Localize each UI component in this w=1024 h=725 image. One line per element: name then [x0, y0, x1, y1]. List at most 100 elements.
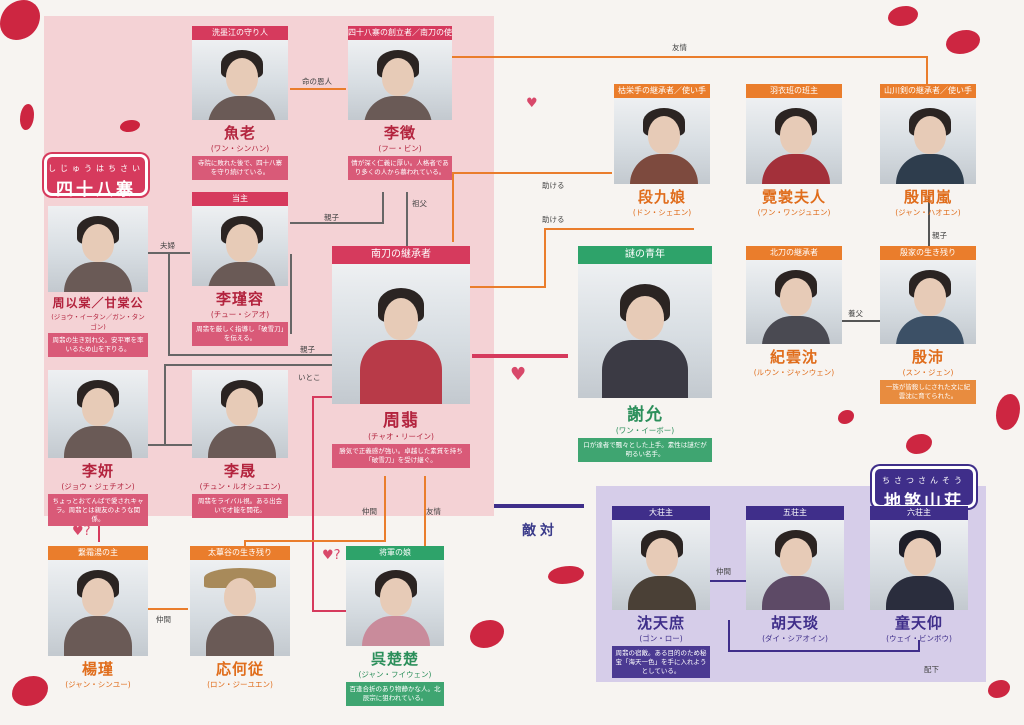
relation-label: 仲間 [362, 507, 377, 516]
connector-line [148, 608, 188, 610]
character-portrait [880, 98, 976, 184]
relation-label: 養父 [848, 309, 863, 318]
character-portrait [48, 560, 148, 656]
character-name: 童天仰 [894, 614, 943, 632]
relation-label: 親子 [300, 345, 315, 354]
character-reading: (ジャン・シンユー) [65, 680, 131, 689]
connector-line [424, 476, 426, 546]
character-card-rikinyo[interactable]: 当主 李瑾容 (チュー・シアオ) 周翡を厳しく指導し「破雪刀」を伝える。 [192, 192, 288, 346]
relation-label: 親子 [932, 231, 947, 240]
character-name: 紀雲沈 [769, 348, 818, 366]
character-title: 繋霜湯の主 [48, 546, 148, 560]
shijuhassai-ruby: しじゅうはちさい [48, 164, 144, 173]
character-card-richo[interactable]: 四十八寨の創立者／南刀の使い手 李徴 (フー・ビン) 情が深く仁義に厚い。人格者… [348, 26, 452, 180]
relation-label: 仲間 [156, 615, 171, 624]
character-title: 大荘主 [612, 506, 710, 520]
character-card-shuiteki[interactable]: 周以棠／甘棠公 (ジョウ・イータン／ガン・タンゴン) 周翡の生き別れ父。安平軍を… [48, 206, 148, 357]
character-title: 殷家の生き残り [880, 246, 976, 260]
character-reading: (ルウン・ジャンウェン) [753, 368, 835, 377]
character-card-gyoro[interactable]: 洗墨江の守り人 魚老 (ワン・シンハン) 寺院に敗れた後で、四十八寨を守り続けて… [192, 26, 288, 180]
character-card-kiunshin[interactable]: 北刀の継承者 紀雲沈 (ルウン・ジャンウェン) [746, 246, 842, 378]
character-portrait [332, 264, 470, 404]
character-reading: (ワン・イーボー) [615, 426, 675, 435]
character-portrait [192, 206, 288, 286]
connector-line [168, 354, 332, 356]
character-desc: 百逢合折のあり物静かな人。北辰宗に狙われている。 [346, 682, 444, 706]
character-portrait [192, 370, 288, 458]
relation-label: 仲間 [716, 567, 731, 576]
teisatsusanso-label: ちさつさんそう 地煞山荘 [872, 466, 976, 512]
character-reading: (チュン・ルオシュエン) [199, 482, 281, 491]
character-card-inpai[interactable]: 殷家の生き残り 殷沛 (スン・ジェン) 一族が皆殺しにされた文に紀雲沈に育てられ… [880, 246, 976, 404]
character-name: 段九娘 [637, 188, 686, 206]
character-name: 魚老 [223, 124, 256, 142]
character-title: 謎の青年 [578, 246, 712, 264]
character-name: 殷沛 [911, 348, 944, 366]
character-portrait [192, 40, 288, 120]
character-reading: (ワン・ワンジュエン) [757, 208, 831, 217]
character-title: 太蕈谷の生き残り [190, 546, 290, 560]
character-desc: 周翡をライバル視。ある出会いで才能を開花。 [192, 494, 288, 518]
character-name: 李徴 [383, 124, 416, 142]
heart-icon: ♥ [510, 364, 527, 385]
character-portrait [870, 520, 968, 610]
connector-line [928, 196, 930, 246]
character-card-yoki[interactable]: 繋霜湯の主 楊瑾 (ジャン・シンユー) [48, 546, 148, 690]
petal-decoration [996, 394, 1020, 430]
teisatsusanso-ruby: ちさつさんそう [882, 476, 966, 485]
connector-line [918, 640, 920, 652]
connector-line [452, 172, 612, 174]
character-portrait [190, 560, 290, 656]
connector-line [544, 228, 546, 286]
character-name: 周翡 [383, 411, 419, 431]
petal-decoration [120, 120, 140, 132]
connector-line [470, 286, 546, 288]
relation-label: 配下 [924, 665, 939, 674]
character-title: 南刀の継承者 [332, 246, 470, 264]
connector-line [290, 222, 384, 224]
character-portrait [48, 206, 148, 292]
character-name: 胡天琰 [770, 614, 819, 632]
connector-line [708, 580, 748, 582]
character-portrait [746, 520, 844, 610]
petal-decoration [20, 104, 34, 130]
character-card-shain[interactable]: 謎の青年 謝允 (ワン・イーボー) 口が達者で飄々とした上手。素性は謎だが明るい… [578, 246, 712, 462]
character-reading: (ロン・ジーユエン) [207, 680, 273, 689]
character-card-dankyujo[interactable]: 枯栄手の継承者／使い手 段九娘 (ドン・シェエン) [614, 84, 710, 218]
petal-decoration [988, 680, 1010, 698]
character-card-chinten[interactable]: 大荘主 沈天庶 (ゴン・ロー) 周翡の宿敵。ある目的のため秘宝「海天一色」を手に… [612, 506, 710, 679]
character-name: 殷聞嵐 [903, 188, 952, 206]
character-card-gososo[interactable]: 将軍の娘 呉楚楚 (ジャン・フイウェン) 百逢合折のあり物静かな人。北辰宗に狙わ… [346, 546, 444, 706]
character-title: 洗墨江の守り人 [192, 26, 288, 40]
character-card-risei[interactable]: 李晟 (チュン・ルオシュエン) 周翡をライバル視。ある出会いで才能を開花。 [192, 370, 288, 518]
connector-line [544, 228, 694, 230]
character-card-inbunran[interactable]: 山川剣の継承者／使い手 殷聞嵐 (ジャン・ハオエン) [880, 84, 976, 218]
character-portrait [346, 560, 444, 646]
character-reading: (ゴン・ロー) [639, 634, 683, 643]
connector-line [382, 192, 384, 222]
character-card-doten[interactable]: 六荘主 童天仰 (ウェイ・ビンボウ) [870, 506, 968, 644]
character-name: 楊瑾 [81, 660, 114, 678]
character-card-geisho[interactable]: 羽衣班の班主 霓裳夫人 (ワン・ワンジュエン) [746, 84, 842, 218]
character-card-shuhi[interactable]: 南刀の継承者 周翡 (チャオ・リーイン) 勝気で正義感が強い。卓越した素質を持ち… [332, 246, 470, 468]
connector-line [244, 540, 246, 550]
character-portrait [578, 264, 712, 398]
connector-line [244, 540, 384, 542]
connector-line [452, 172, 454, 242]
character-reading: (チャオ・リーイン) [368, 432, 434, 441]
connector-line [148, 444, 192, 446]
connector-line [406, 192, 408, 246]
character-reading: (ダイ・シアオイン) [762, 634, 828, 643]
character-card-okajun[interactable]: 太蕈谷の生き残り 応何従 (ロン・ジーユエン) [190, 546, 290, 690]
character-portrait [614, 98, 710, 184]
character-card-rigen[interactable]: 李妍 (ジョウ・ジェチオン) ちょっとおてんばで愛されキャラ。周翡とは親友のよう… [48, 370, 148, 527]
character-card-koten[interactable]: 五荘主 胡天琰 (ダイ・シアオイン) [746, 506, 844, 644]
character-portrait [48, 370, 148, 458]
character-reading: (スン・ジェン) [902, 368, 954, 377]
character-desc: 一族が皆殺しにされた文に紀雲沈に育てられた。 [880, 380, 976, 404]
character-name: 周以棠／甘棠公 [52, 296, 144, 310]
character-name: 沈天庶 [636, 614, 685, 632]
character-name: 李瑾容 [215, 290, 264, 308]
relation-label: 祖父 [412, 199, 427, 208]
